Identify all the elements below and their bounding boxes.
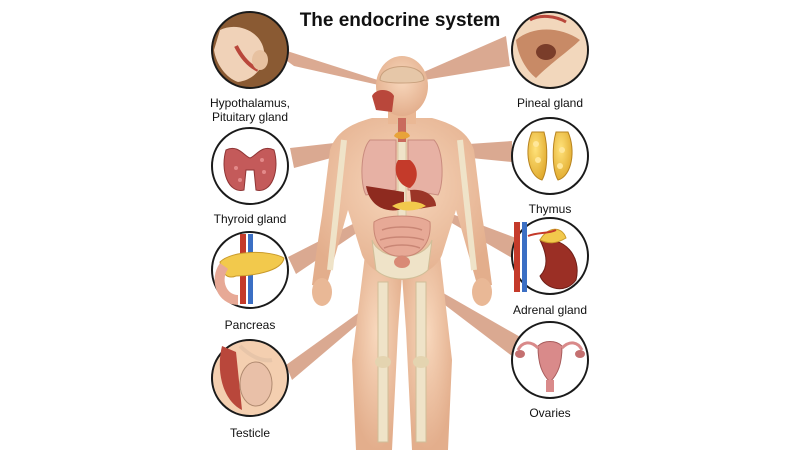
organ-circle-pancreas bbox=[211, 231, 289, 309]
label-ovaries: Ovaries bbox=[529, 406, 571, 420]
organ-circle-pineal bbox=[511, 11, 589, 89]
organ-circle-thymus bbox=[511, 117, 589, 195]
organ-circle-ovaries bbox=[511, 321, 589, 399]
label-hypothalamus-line1: Hypothalamus, bbox=[209, 96, 291, 110]
label-pancreas: Pancreas bbox=[224, 318, 276, 332]
pointer-pineal bbox=[410, 36, 510, 82]
label-pineal: Pineal gland bbox=[516, 96, 584, 110]
label-adrenal: Adrenal gland bbox=[512, 303, 588, 317]
label-hypothalamus-line2: Pituitary gland bbox=[211, 110, 289, 124]
organ-circle-adrenal bbox=[511, 217, 589, 295]
organ-circle-testicle bbox=[211, 339, 289, 417]
pointer-ovaries bbox=[420, 282, 522, 356]
label-hypothalamus: Hypothalamus, Pituitary gland bbox=[190, 96, 310, 124]
human-body bbox=[312, 56, 492, 450]
diagram-title: The endocrine system bbox=[299, 10, 501, 31]
label-thyroid: Thyroid gland bbox=[213, 212, 287, 226]
pointer-hypothalamus bbox=[262, 43, 384, 86]
label-thymus: Thymus bbox=[528, 202, 572, 216]
organ-circle-thyroid bbox=[211, 127, 289, 205]
organ-circle-hypothalamus bbox=[211, 11, 289, 89]
label-testicle: Testicle bbox=[229, 426, 270, 440]
